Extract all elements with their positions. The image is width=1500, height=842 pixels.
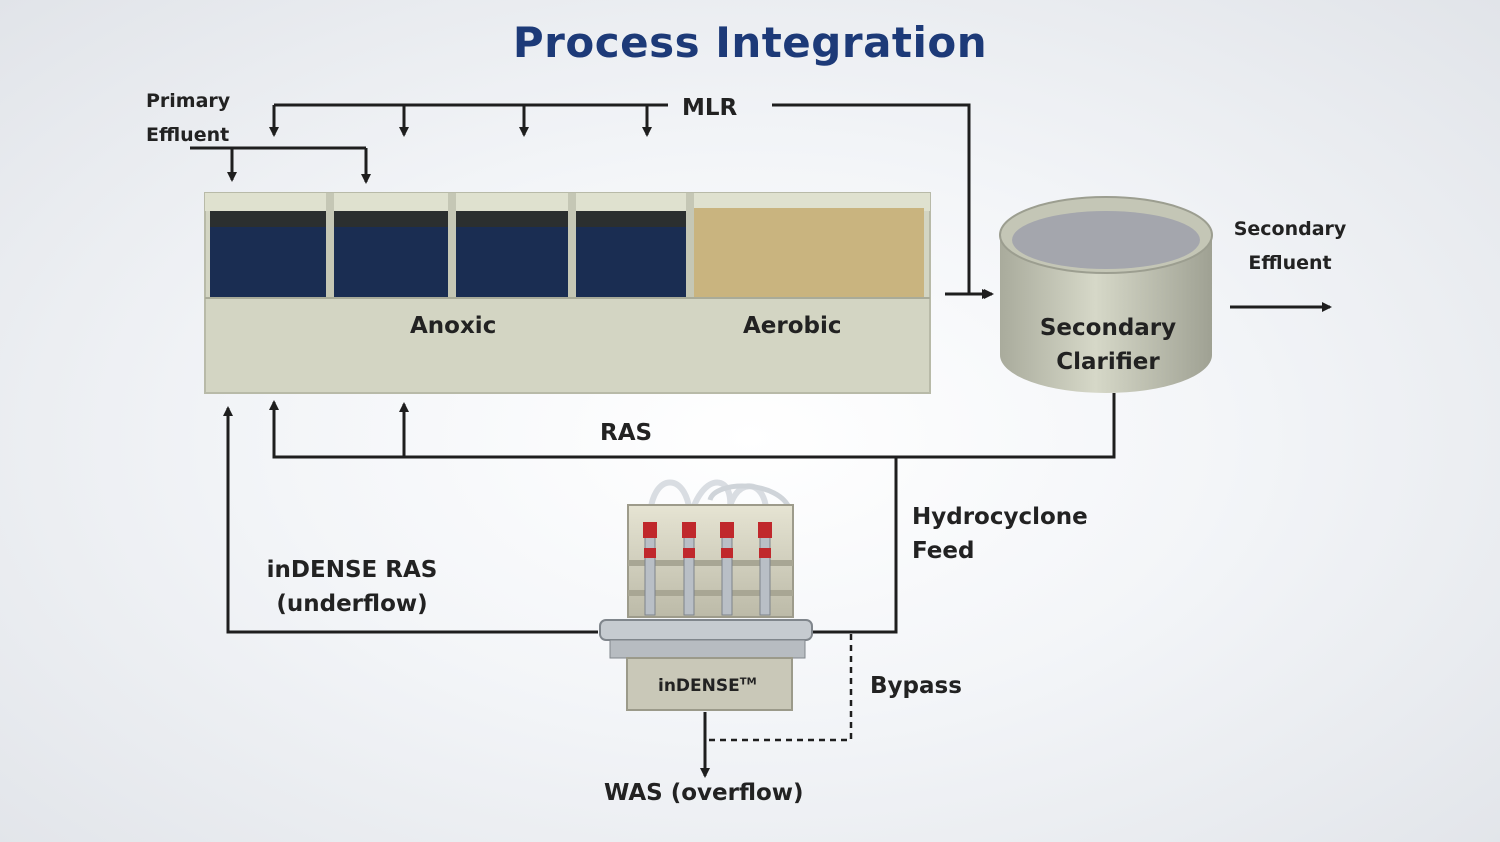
indense-ras-label: inDENSE RAS (underflow) — [252, 553, 452, 621]
flow-lines — [190, 103, 1332, 778]
clarifier-line-2: Clarifier — [1056, 349, 1160, 375]
mlr-label: MLR — [682, 95, 738, 121]
clarifier-line-1: Secondary — [1039, 315, 1177, 341]
secondary-effluent-line-1: Secondary — [1233, 218, 1347, 240]
anoxic-cell — [210, 211, 326, 297]
indense-ras-line-2: (underflow) — [276, 591, 428, 617]
aerobic-cell — [694, 208, 924, 298]
indense-unit-label: inDENSETM — [658, 676, 757, 696]
indense-ras-line-1: inDENSE RAS — [266, 557, 438, 583]
reactor-basin — [204, 192, 931, 394]
primary-effluent-line-1: Primary — [146, 90, 231, 112]
clarifier-label: Secondary Clarifier — [1010, 311, 1206, 379]
hydrocyclone-feed-line-2: Feed — [912, 538, 975, 564]
anoxic-cell — [456, 211, 568, 297]
ras-label: RAS — [600, 420, 653, 446]
page-title: Process Integration — [512, 18, 988, 67]
secondary-effluent-line-2: Effluent — [1248, 252, 1332, 274]
indense-unit-name: inDENSE — [658, 676, 740, 696]
primary-effluent-label: Primary Effluent — [146, 84, 230, 152]
trademark-mark: TM — [739, 676, 757, 688]
anoxic-cell — [334, 211, 448, 297]
anoxic-cell — [576, 211, 686, 297]
anoxic-label: Anoxic — [410, 313, 497, 339]
indense-unit — [599, 479, 813, 711]
bypass-label: Bypass — [870, 673, 962, 699]
hydrocyclone-feed-label: Hydrocyclone Feed — [912, 500, 1088, 568]
hydrocyclone-feed-line-1: Hydrocyclone — [912, 504, 1088, 530]
secondary-clarifier — [999, 196, 1213, 393]
was-label: WAS (overflow) — [604, 780, 804, 806]
secondary-effluent-label: Secondary Effluent — [1225, 212, 1355, 280]
aerobic-label: Aerobic — [743, 313, 842, 339]
primary-effluent-line-2: Effluent — [146, 124, 230, 146]
